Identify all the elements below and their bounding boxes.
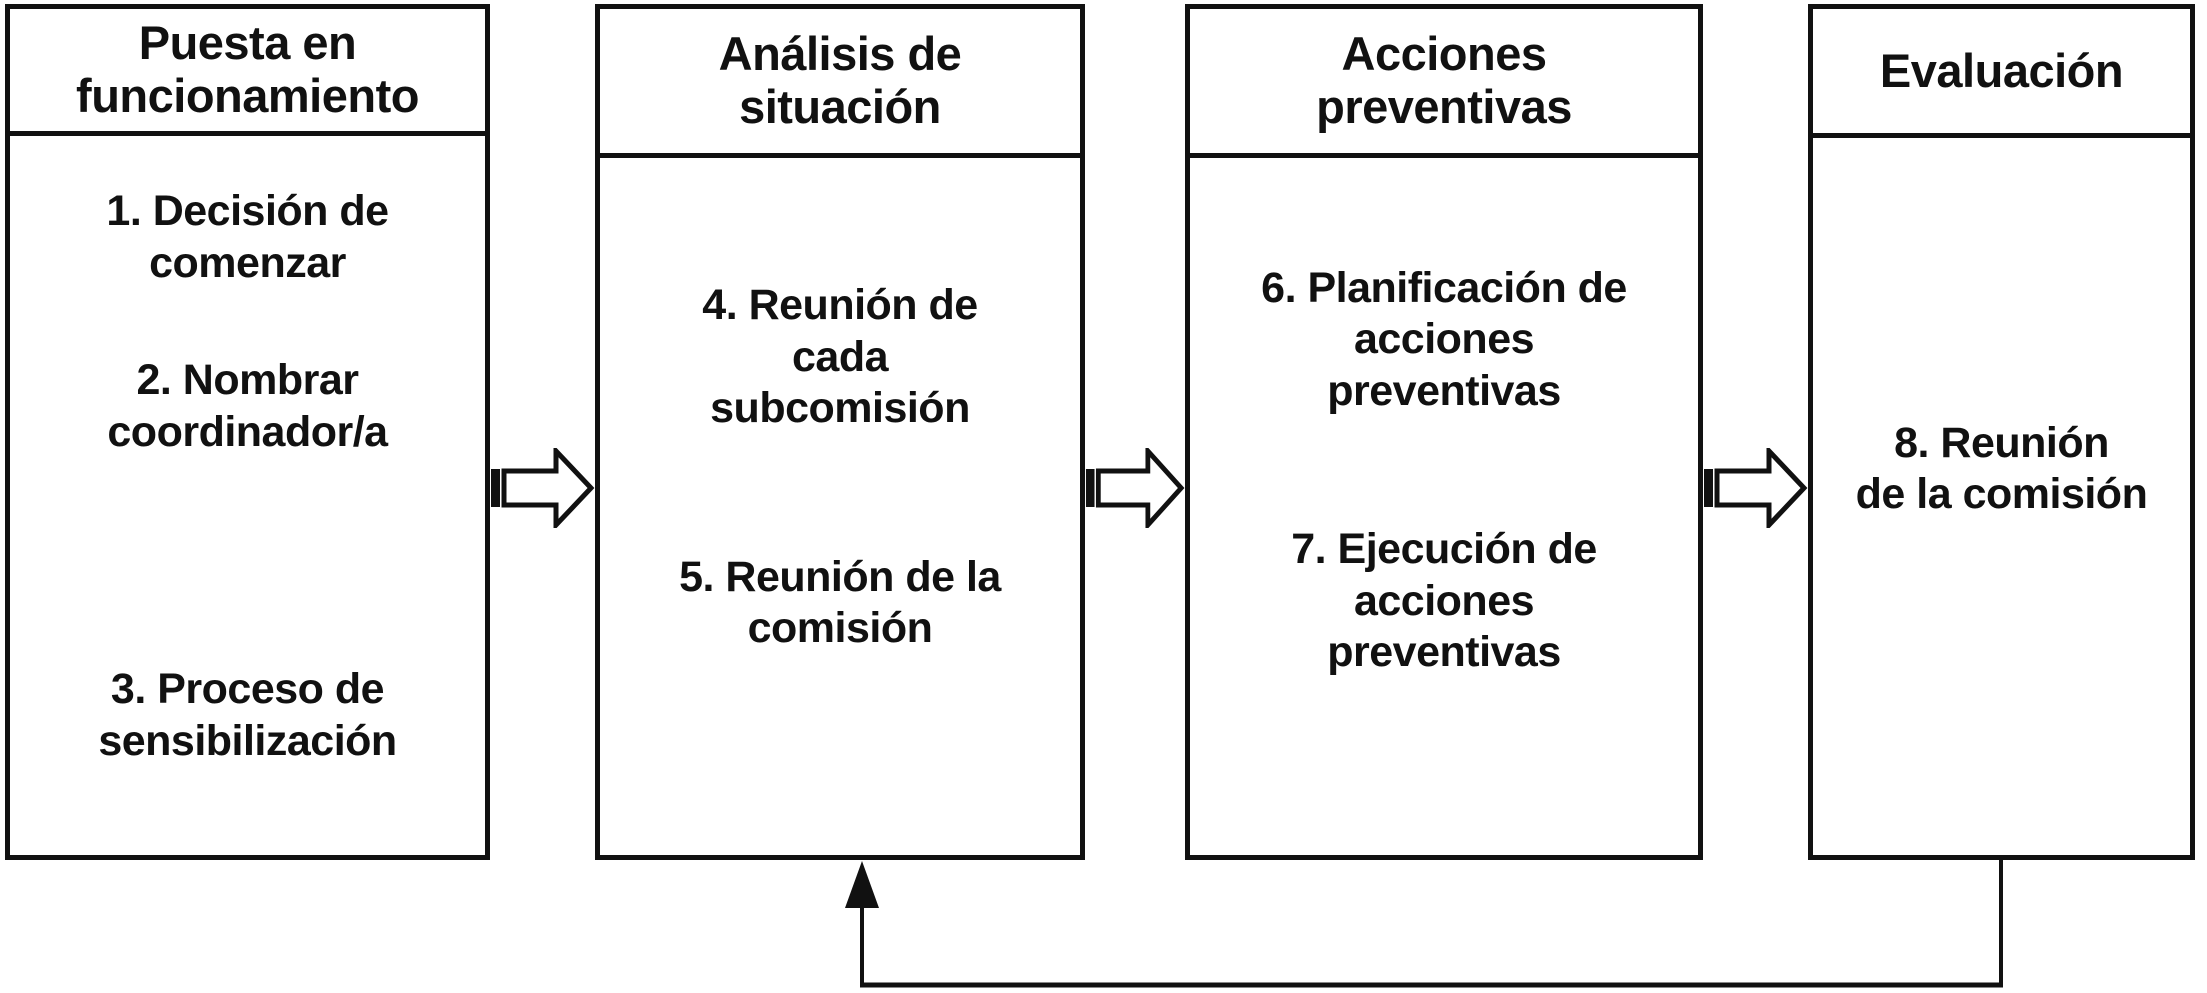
column-body: 1. Decisión de comenzar 2. Nombrar coord…: [10, 136, 485, 855]
column-header: Acciones preventivas: [1190, 9, 1698, 158]
column-header: Evaluación: [1813, 9, 2190, 138]
step-item-6: 6. Planificación de acciones preventivas: [1261, 263, 1627, 415]
step-item-3: 3. Proceso de sensibilización: [98, 665, 397, 766]
right-block-arrow-icon: [491, 448, 595, 528]
step-item-4: 4. Reunión de cada subcomisión: [702, 280, 978, 433]
column-evaluacion: Evaluación 8. Reunión de la comisión: [1808, 4, 2195, 860]
column-body: 6. Planificación de acciones preventivas…: [1190, 158, 1698, 855]
right-block-arrow-icon: [1085, 448, 1185, 528]
step-item-2: 2. Nombrar coordinador/a: [107, 356, 388, 456]
column-acciones-preventivas: Acciones preventivas 6. Planificación de…: [1185, 4, 1703, 860]
step-item-7: 7. Ejecución de acciones preventivas: [1291, 524, 1597, 677]
step-item-5: 5. Reunión de la comisión: [679, 552, 1001, 653]
column-title: Análisis de situación: [718, 27, 962, 133]
column-title: Puesta en funcionamiento: [76, 16, 419, 122]
column-title: Evaluación: [1879, 43, 2124, 97]
column-body: 8. Reunión de la comisión: [1813, 138, 2190, 855]
step-item-8: 8. Reunión de la comisión: [1855, 418, 2148, 519]
column-header: Análisis de situación: [600, 9, 1080, 158]
column-body: 4. Reunión de cada subcomisión 5. Reunió…: [600, 158, 1080, 855]
column-analisis-de-situacion: Análisis de situación 4. Reunión de cada…: [595, 4, 1085, 860]
step-item-1: 1. Decisión de comenzar: [106, 187, 389, 287]
column-puesta-en-funcionamiento: Puesta en funcionamiento 1. Decisión de …: [5, 4, 490, 860]
feedback-up-arrow-icon: [845, 861, 879, 908]
column-header: Puesta en funcionamiento: [10, 9, 485, 136]
column-title: Acciones preventivas: [1316, 27, 1572, 133]
right-block-arrow-icon: [1704, 448, 1808, 528]
